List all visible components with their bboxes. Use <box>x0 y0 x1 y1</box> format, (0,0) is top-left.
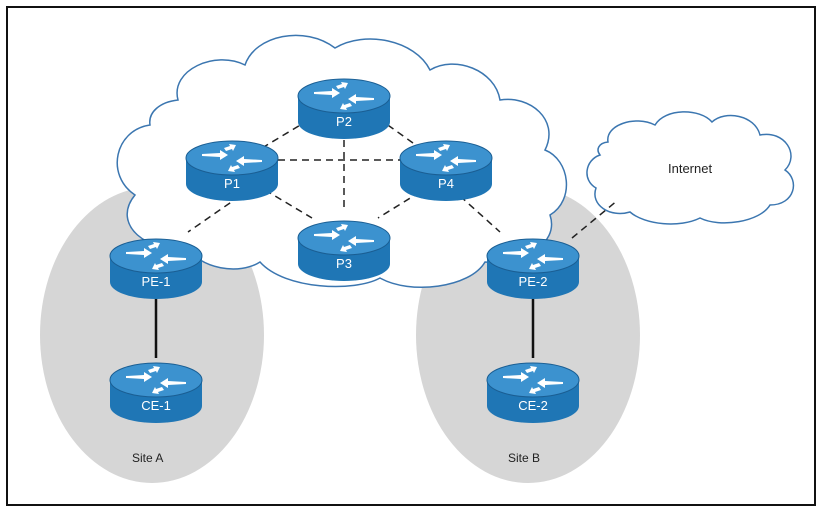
router-pe-1: PE-1 <box>109 238 203 299</box>
router-p2: P2 <box>297 78 391 139</box>
link-p4-p3 <box>377 191 421 219</box>
router-label: P3 <box>336 256 352 271</box>
router-top <box>109 362 203 398</box>
router-label: P4 <box>438 176 454 191</box>
router-top <box>185 140 279 176</box>
router-p3: P3 <box>297 220 391 281</box>
link-p1-p3 <box>264 189 313 219</box>
internet-label: Internet <box>668 161 712 176</box>
router-top <box>486 238 580 274</box>
router-top <box>109 238 203 274</box>
link-pe2-internet <box>571 199 619 239</box>
link-p4-pe2 <box>459 195 501 233</box>
router-top <box>297 78 391 114</box>
router-p4: P4 <box>399 140 493 201</box>
router-top <box>486 362 580 398</box>
router-ce-2: CE-2 <box>486 362 580 423</box>
router-label: P1 <box>224 176 240 191</box>
site-a-label: Site A <box>132 451 163 465</box>
router-top <box>297 220 391 256</box>
site-b-label: Site B <box>508 451 540 465</box>
router-pe-2: PE-2 <box>486 238 580 299</box>
router-label: PE-1 <box>142 274 171 289</box>
internet-cloud <box>586 111 795 225</box>
router-label: PE-2 <box>519 274 548 289</box>
router-label: P2 <box>336 114 352 129</box>
router-top <box>399 140 493 176</box>
router-label: CE-1 <box>141 398 171 413</box>
link-p2-p4 <box>377 117 421 149</box>
router-label: CE-2 <box>518 398 548 413</box>
router-ce-1: CE-1 <box>109 362 203 423</box>
router-p1: P1 <box>185 140 279 201</box>
link-p1-pe1 <box>187 195 241 233</box>
